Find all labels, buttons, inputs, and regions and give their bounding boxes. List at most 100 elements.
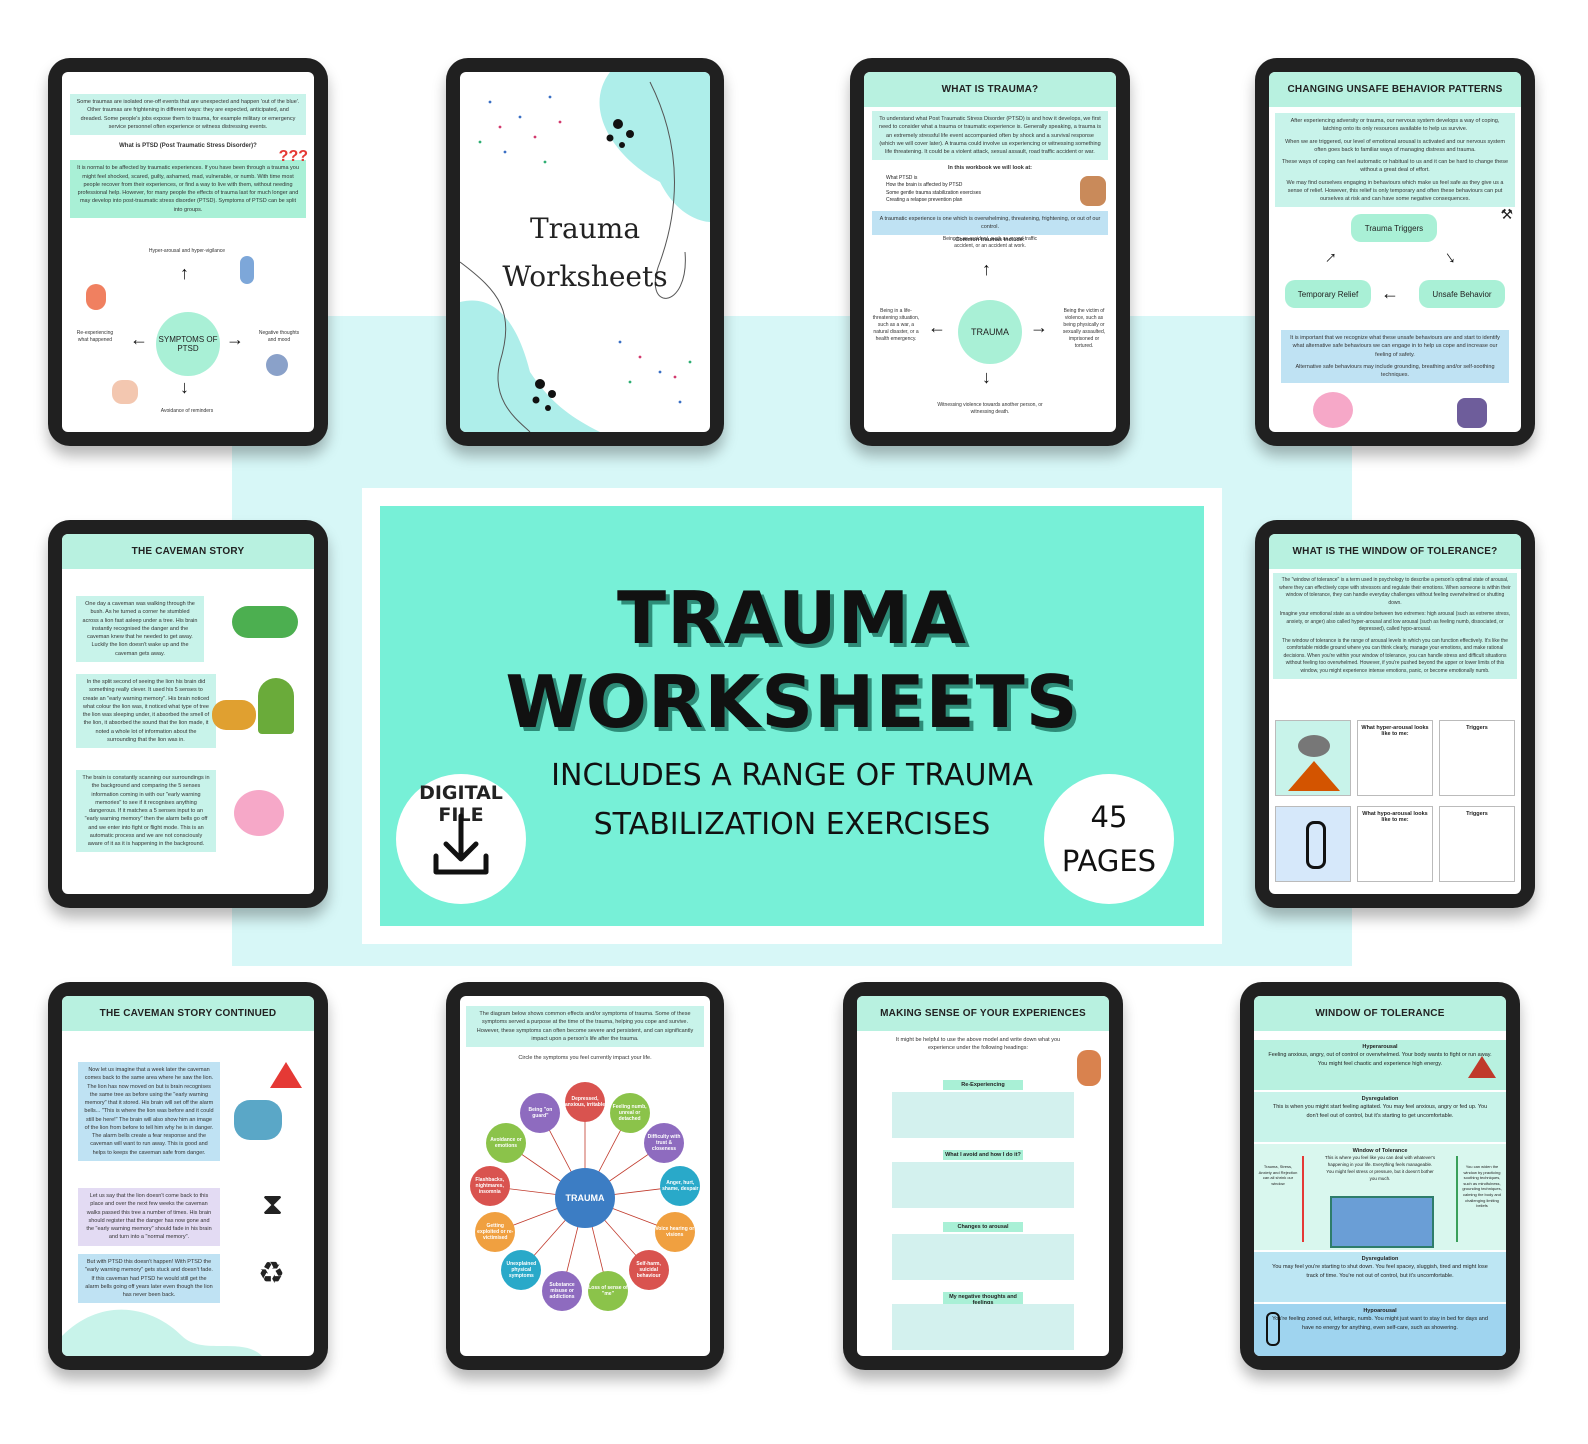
- download-icon: [433, 813, 489, 875]
- symptom-bubble[interactable]: Substance misuse or addictions: [542, 1271, 583, 1312]
- worksheet-page: The diagram below shows common effects a…: [460, 996, 710, 1356]
- workbook-list: What PTSD is How the brain is affected b…: [864, 175, 1116, 205]
- digital-file-badge: DIGITAL FILE: [396, 774, 526, 904]
- wheel-intro: The diagram below shows common effects a…: [466, 1006, 704, 1047]
- hourglass-icon: ⧗: [262, 1188, 284, 1221]
- worksheet-page: Some traumas are isolated one-off events…: [62, 72, 314, 432]
- writing-area[interactable]: [892, 1304, 1074, 1350]
- main-banner: TRAUMA WORKSHEETS INCLUDES A RANGE OF TR…: [362, 488, 1222, 944]
- smoke-cloud-icon: [1298, 735, 1330, 757]
- zone-text: This is when you might start feeling agi…: [1272, 1104, 1488, 1119]
- cycle-trauma-triggers: Trauma Triggers: [1351, 214, 1437, 242]
- arrow-down-icon: ↓: [180, 377, 189, 397]
- thermometer-cell: [1275, 806, 1351, 882]
- shrink-note: Trauma, Stress, Anxiety and Rejection ca…: [1258, 1164, 1298, 1186]
- cold-thermometer-icon: [1306, 821, 1326, 869]
- symptom-bubble[interactable]: Depressed, anxious, irritable: [565, 1082, 605, 1122]
- tree-icon: [258, 678, 294, 734]
- arrow-up-icon: ↑: [180, 263, 189, 283]
- brain-character-icon: [1313, 392, 1353, 428]
- triggers-cell[interactable]: Triggers: [1439, 806, 1515, 882]
- tablet-caveman-story: THE CAVEMAN STORY One day a caveman was …: [48, 520, 328, 908]
- brain-icon: [234, 790, 284, 836]
- shrink-arrow-icon: [1302, 1156, 1304, 1242]
- list-item: What PTSD is: [886, 174, 918, 181]
- label-reexperiencing: Re-experiencing what happened: [76, 330, 114, 343]
- wave-decoration: [62, 1309, 262, 1356]
- cover-page: Trauma Worksheets: [460, 72, 710, 432]
- woman-writing-icon: [1077, 1050, 1101, 1086]
- trauma-center: TRAUMA: [958, 300, 1022, 364]
- zone-title: Dysregulation: [1361, 1256, 1399, 1262]
- window-text: The "window of tolerance" is a term used…: [1273, 573, 1517, 679]
- paragraph: After experiencing adversity or trauma, …: [1290, 118, 1500, 133]
- volcano-icon: [1468, 1056, 1496, 1078]
- section-label: Changes to arousal: [942, 1222, 1024, 1232]
- zone-title: Hypoarousal: [1363, 1308, 1397, 1314]
- arrow-right-icon: →: [1030, 317, 1048, 337]
- label-accident: Being in an accident, such as a road tra…: [942, 236, 1038, 249]
- meditating-person-icon: [266, 354, 288, 376]
- arrow-down-icon: ↓: [982, 367, 991, 387]
- common-title: Common traumas include:: [955, 237, 1025, 244]
- zone-hypoarousal: Hypoarousal You're feeling zoned out, le…: [1254, 1304, 1506, 1356]
- zone-text: This is where you feel like you can deal…: [1324, 1155, 1436, 1181]
- ptsd-body: It is normal to be affected by traumatic…: [70, 160, 306, 218]
- symptom-bubble[interactable]: Being "on guard": [520, 1092, 561, 1133]
- worried-person-icon: [234, 1100, 282, 1140]
- paragraph: We may find ourselves engaging in behavi…: [1286, 179, 1504, 203]
- writing-area[interactable]: [892, 1092, 1074, 1138]
- page-title: THE CAVEMAN STORY CONTINUED: [62, 996, 314, 1031]
- label-avoidance: Avoidance of reminders: [160, 408, 214, 414]
- warning-icon: [270, 1062, 302, 1088]
- symptom-bubble[interactable]: Flashbacks, nightmares, insomnia: [469, 1166, 510, 1207]
- story-paragraph-1: Now let us imagine that a week later the…: [78, 1062, 220, 1161]
- cold-thermometer-icon: [1266, 1312, 1280, 1346]
- page-title: WINDOW OF TOLERANCE: [1254, 996, 1506, 1031]
- trauma-note: A traumatic experience is one which is o…: [872, 210, 1108, 236]
- paragraph: These ways of coping can feel automatic …: [1281, 159, 1509, 174]
- zone-title: Window of Tolerance: [1352, 1148, 1408, 1154]
- list-item: Creating a relapse prevention plan: [886, 197, 963, 204]
- zone-text: You're feeling zoned out, lethargic, num…: [1272, 1316, 1488, 1331]
- symptom-bubble[interactable]: Voice hearing or visions: [654, 1212, 695, 1253]
- symptom-bubble[interactable]: Difficulty with trust & closeness: [644, 1123, 684, 1164]
- symptom-bubble[interactable]: Avoidance or emotions: [485, 1123, 526, 1164]
- arrow-left-icon: ←: [928, 317, 946, 337]
- covering-ears-icon: [112, 380, 138, 404]
- symptom-bubble[interactable]: Getting exploited or re-victimised: [475, 1212, 516, 1253]
- zone-dysregulation-lower: Dysregulation You may feel you're starti…: [1254, 1252, 1506, 1302]
- wheel-instruction: Circle the symptoms you feel currently i…: [518, 1055, 652, 1061]
- label-witnessing: Witnessing violence towards another pers…: [937, 402, 1043, 415]
- arrow-up-right-icon: ↑: [1321, 246, 1342, 268]
- list-title: In this workbook we will look at:: [947, 165, 1033, 172]
- hyper-cell[interactable]: What hyper-arousal looks like to me:: [1357, 720, 1433, 796]
- list-item: Some gentle trauma stabilization exercis…: [886, 189, 982, 196]
- symptom-bubble[interactable]: Self-harm, suicidal behaviour: [628, 1249, 669, 1290]
- page-title: THE CAVEMAN STORY: [62, 534, 314, 569]
- page-count-badge: 45 PAGES: [1044, 774, 1174, 904]
- story-paragraph-1: One day a caveman was walking through th…: [76, 596, 204, 662]
- sleeping-lion-icon: [212, 700, 256, 730]
- behavior-intro: After experiencing adversity or trauma, …: [1275, 113, 1515, 208]
- symptom-bubble[interactable]: Loss of sense of "me": [587, 1271, 628, 1312]
- page-count-label: PAGES: [1061, 844, 1157, 878]
- behavior-closing: It is important that we recognize what t…: [1281, 330, 1509, 384]
- writing-area[interactable]: [892, 1234, 1074, 1280]
- page-count: 45: [1090, 800, 1128, 834]
- tablet-window-explained: WHAT IS THE WINDOW OF TOLERANCE? The "wi…: [1255, 520, 1535, 908]
- cover-decoration: [460, 72, 710, 432]
- label-life-threatening: Being in a life-threatening situation, s…: [872, 308, 920, 342]
- volcano-icon: [1288, 761, 1340, 791]
- label-hyperarousal: Hyper-arousal and hyper-vigilance: [148, 248, 226, 254]
- triggers-cell[interactable]: Triggers: [1439, 720, 1515, 796]
- page-title: WHAT IS TRAUMA?: [864, 72, 1116, 107]
- arrow-up-icon: ↑: [982, 259, 991, 279]
- hypo-cell[interactable]: What hypo-arousal looks like to me:: [1357, 806, 1433, 882]
- symptom-bubble[interactable]: Anger, hurt, shame, despair: [660, 1166, 701, 1207]
- subtitle-line-2: STABILIZATION EXERCISES: [593, 807, 991, 842]
- writing-area[interactable]: [892, 1162, 1074, 1208]
- tablet-unsafe-behavior: CHANGING UNSAFE BEHAVIOR PATTERNS After …: [1255, 58, 1535, 446]
- symptom-bubble[interactable]: Unexplained physical symptoms: [501, 1249, 542, 1290]
- symptom-bubble[interactable]: Feeling numb, unreal or detached: [609, 1092, 650, 1133]
